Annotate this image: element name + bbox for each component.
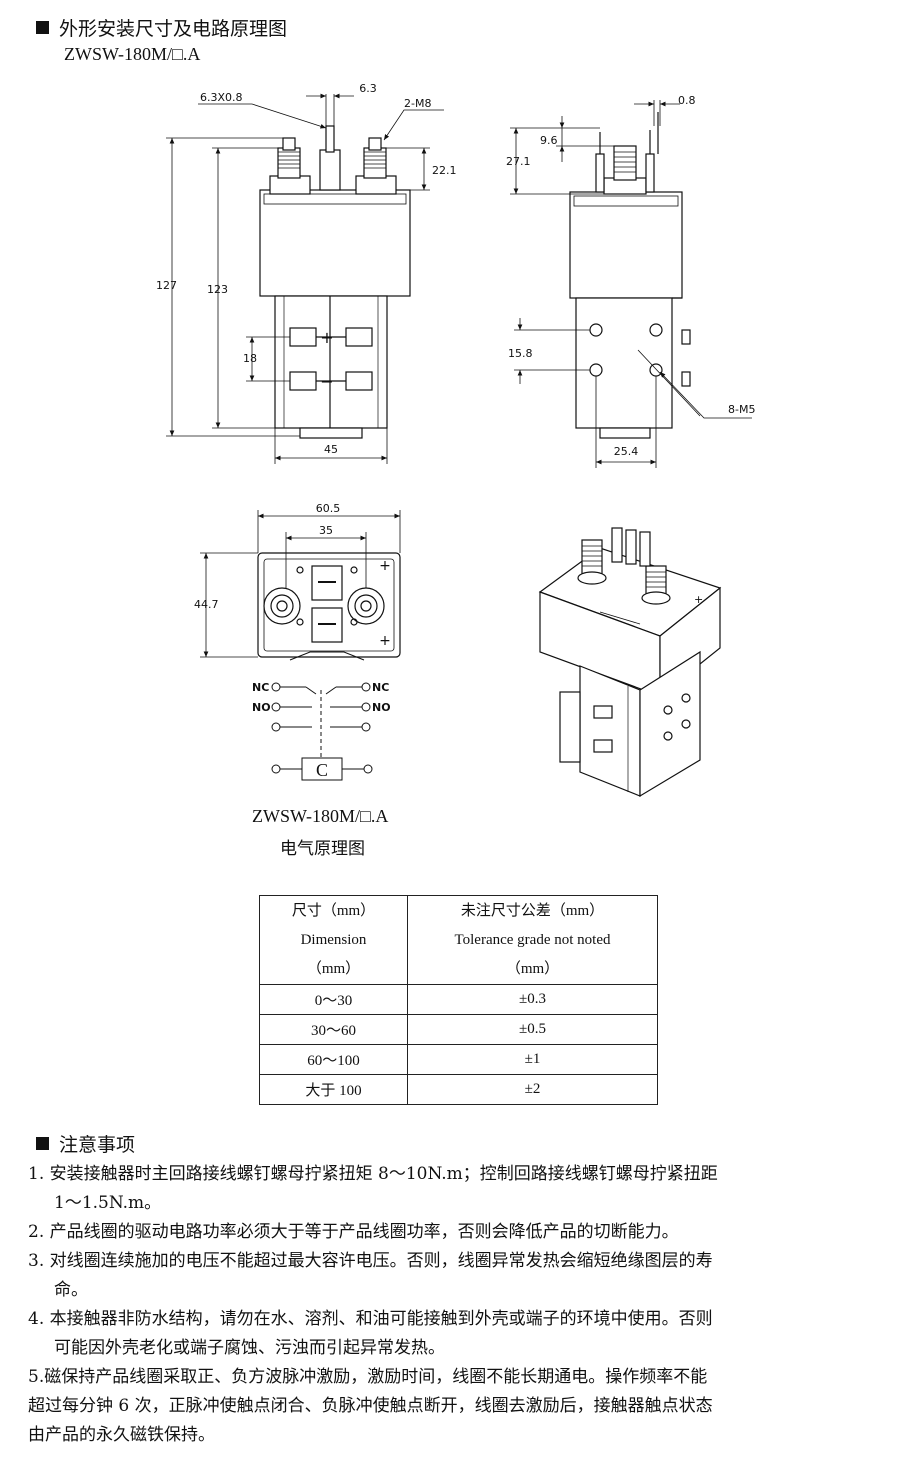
header-right-line2: Tolerance grade not noted: [454, 931, 611, 948]
header-left-line3: （mm）: [306, 960, 361, 977]
header-dimension: 尺寸（mm） Dimension （mm）: [259, 895, 408, 985]
nc-label-left: NC: [252, 681, 269, 694]
range-cell: 0～30: [259, 984, 408, 1015]
notes-title: 注意事项: [36, 1130, 135, 1157]
table-row: 60～100 ±1: [259, 1044, 658, 1075]
dim-2-m8: 2-M8: [404, 97, 431, 110]
coil-label: C: [316, 760, 328, 780]
tolerance-cell: ±0.5: [407, 1014, 658, 1045]
header-tolerance: 未注尺寸公差（mm） Tolerance grade not noted （mm…: [407, 895, 658, 985]
table-row: 0～30 ±0.3: [259, 984, 658, 1015]
top-plus-upper: +: [379, 558, 391, 574]
note-4-line1: 4. 本接触器非防水结构，请勿在水、溶剂、和油可能接触到外壳或端子的环境中使用。…: [28, 1309, 713, 1329]
dim-0-8: 0.8: [678, 94, 696, 107]
dim-22-1: 22.1: [432, 164, 457, 177]
header-right-line3: （mm）: [505, 960, 560, 977]
table-header-row: 尺寸（mm） Dimension （mm） 未注尺寸公差（mm） Toleran…: [259, 895, 658, 985]
dim-6-3x0-8: 6.3X0.8: [200, 91, 243, 104]
notes-title-text: 注意事项: [59, 1134, 136, 1156]
dim-25-4: 25.4: [614, 445, 639, 458]
dim-8-m5: 8-M5: [728, 403, 755, 416]
note-5-line1: 5.磁保持产品线圈采取正、负方波脉冲激励，激励时间，线圈不能长期通电。操作频率不…: [28, 1367, 708, 1387]
tolerance-cell: ±2: [407, 1074, 658, 1105]
iso-plus-mark: +: [694, 593, 703, 606]
section-title-text: 外形安装尺寸及电路原理图: [59, 18, 288, 40]
note-3-line1: 3. 对线圈连续施加的电压不能超过最大容许电压。否则，线圈异常发热会缩短绝缘图层…: [28, 1251, 713, 1271]
square-bullet-icon: [36, 1137, 49, 1150]
nc-label-right: NC: [372, 681, 389, 694]
header-left-line1: 尺寸（mm）: [291, 902, 376, 919]
range-cell: 60～100: [259, 1044, 408, 1075]
dim-123: 123: [207, 283, 228, 296]
note-1-line1: 1. 安装接触器时主回路接线螺钉螺母拧紧扭矩 8～10N.m；控制回路接线螺钉螺…: [28, 1164, 718, 1184]
dim-127: 127: [156, 279, 177, 292]
note-4-line2: 可能因外壳老化或端子腐蚀、污浊而引起异常发热。: [54, 1338, 445, 1358]
note-5-line2: 超过每分钟 6 次，正脉冲使触点闭合、负脉冲使触点断开，线圈去激励后，接触器触点…: [28, 1396, 713, 1416]
dimension-drawing: + − 127 123 18 45 22.1 6.3 6.: [156, 82, 755, 798]
header-right-line1: 未注尺寸公差（mm）: [460, 902, 605, 919]
plus-mark: +: [320, 328, 333, 347]
dim-60-5: 60.5: [316, 502, 341, 515]
dim-45: 45: [324, 443, 338, 456]
tolerance-cell: ±1: [407, 1044, 658, 1075]
range-cell: 30～60: [259, 1014, 408, 1045]
top-view: [257, 552, 401, 661]
notes-list: 1. 安装接触器时主回路接线螺钉螺母拧紧扭矩 8～10N.m；控制回路接线螺钉螺…: [28, 1160, 878, 1450]
dim-6-3: 6.3: [359, 82, 377, 95]
note-1-line2: 1～1.5N.m。: [54, 1193, 162, 1213]
model-number: ZWSW-180M/□.A: [64, 44, 201, 64]
isometric-view: [538, 527, 722, 798]
minus-mark: −: [320, 372, 333, 391]
dim-18: 18: [243, 352, 257, 365]
side-view: [569, 112, 691, 439]
circuit-caption: 电气原理图: [280, 839, 365, 859]
note-3-line2: 命。: [54, 1280, 88, 1300]
range-cell: 大于 100: [259, 1074, 408, 1105]
circuit-diagram: [271, 682, 373, 781]
table-row: 30～60 ±0.5: [259, 1014, 658, 1045]
no-label-left: NO: [252, 701, 271, 714]
section-title: 外形安装尺寸及电路原理图: [36, 14, 287, 41]
note-2: 2. 产品线圈的驱动电路功率必须大于等于产品线圈功率，否则会降低产品的切断能力。: [28, 1222, 679, 1242]
dim-9-6: 9.6: [540, 134, 558, 147]
table-row: 大于 100 ±2: [259, 1074, 658, 1105]
dim-35: 35: [319, 524, 333, 537]
dim-27-1: 27.1: [506, 155, 531, 168]
top-plus-lower: +: [379, 633, 391, 649]
note-5-line3: 由产品的永久磁铁保持。: [28, 1425, 215, 1445]
header-left-line2: Dimension: [300, 931, 367, 948]
square-bullet-icon: [36, 21, 49, 34]
tolerance-table: 尺寸（mm） Dimension （mm） 未注尺寸公差（mm） Toleran…: [259, 895, 658, 1105]
circuit-model: ZWSW-180M/□.A: [252, 806, 389, 826]
tolerance-cell: ±0.3: [407, 984, 658, 1015]
dim-44-7: 44.7: [194, 598, 219, 611]
no-label-right: NO: [372, 701, 391, 714]
front-view: [259, 125, 411, 439]
dim-15-8: 15.8: [508, 347, 533, 360]
